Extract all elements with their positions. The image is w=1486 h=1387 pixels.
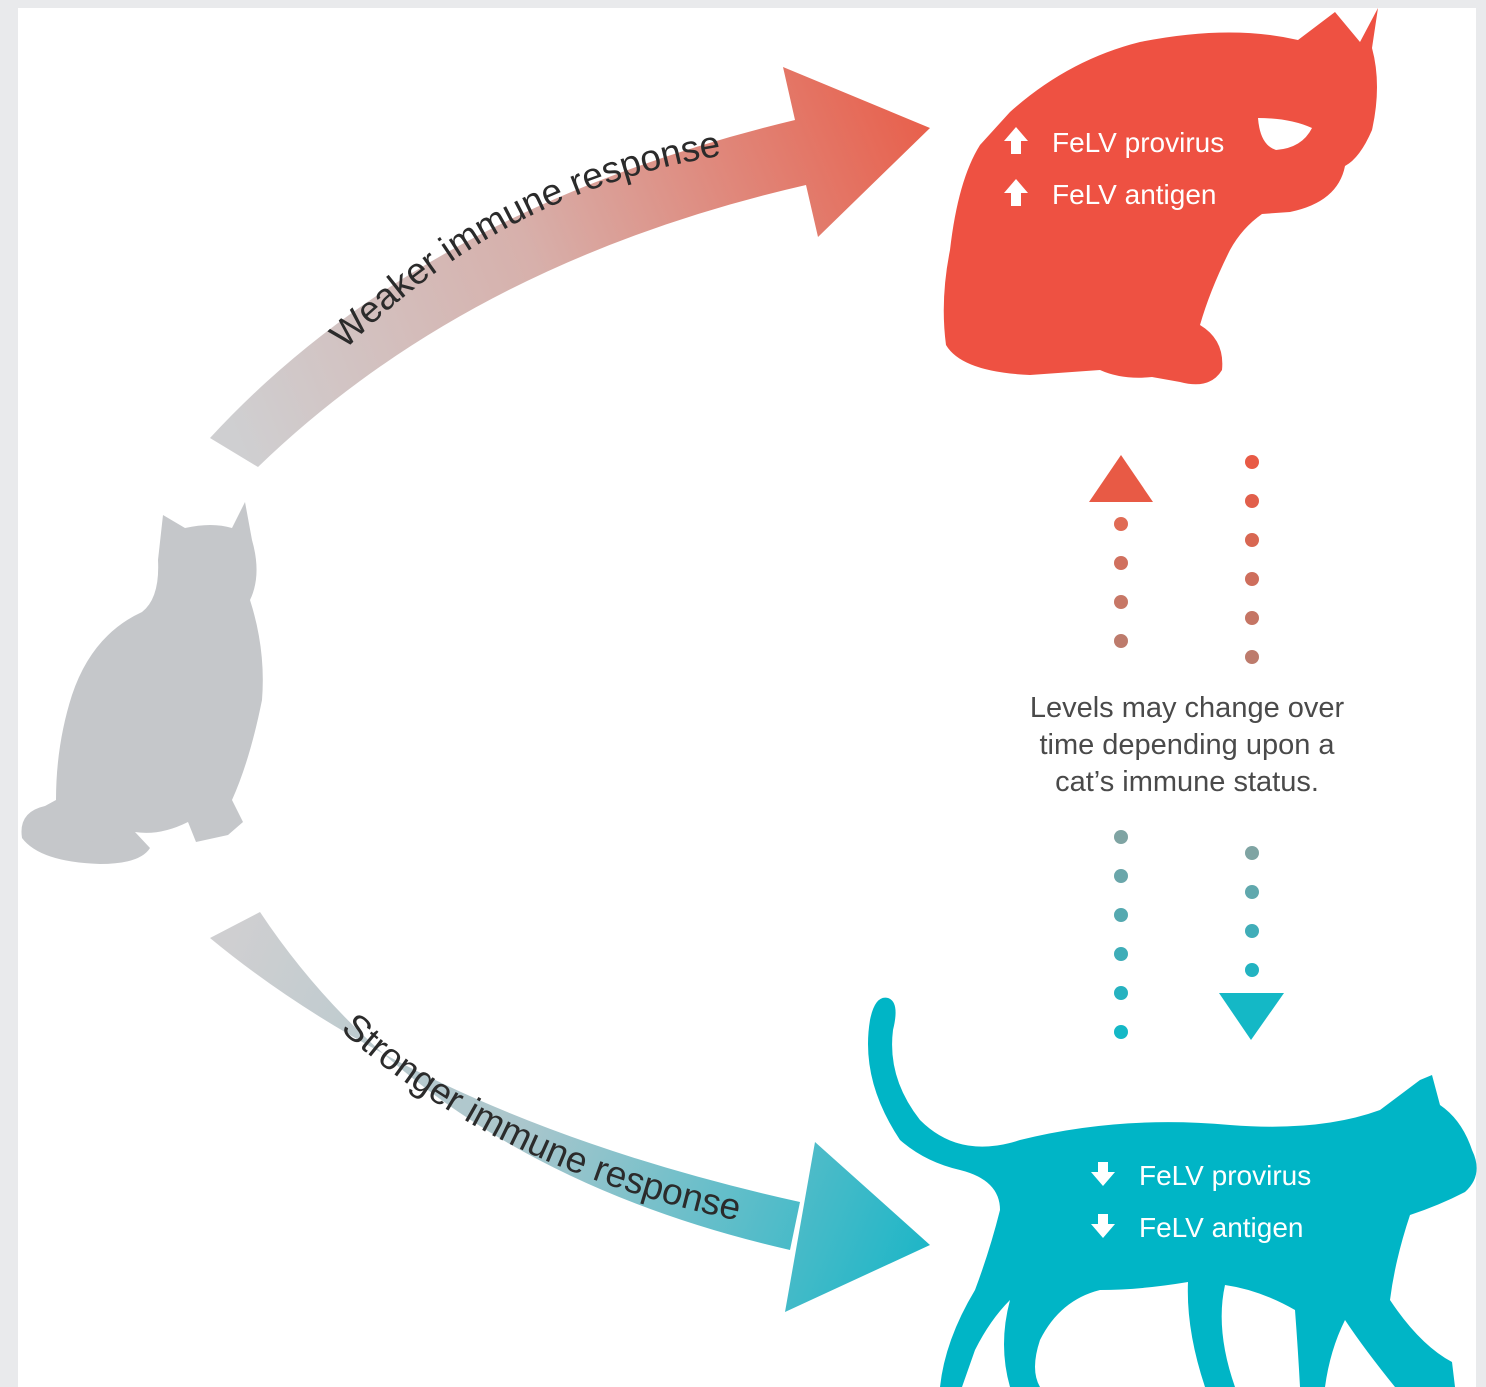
regressive-cat-silhouette (868, 997, 1477, 1387)
up-arrow-icon (1004, 127, 1028, 154)
regressive-provirus-label: FeLV provirus (1139, 1160, 1311, 1191)
stronger-response-arrow (210, 912, 930, 1312)
progressive-cat-silhouette (943, 8, 1378, 385)
up-transition-dots-lower (1114, 830, 1128, 1039)
weaker-response-arrow (210, 67, 930, 467)
up-transition-arrowhead (1089, 455, 1153, 502)
transition-note-line-1: Levels may change over (1030, 692, 1345, 724)
regressive-antigen-label: FeLV antigen (1139, 1212, 1304, 1243)
stronger-response-label: Stronger immune response (335, 1005, 745, 1228)
transition-note-line-3: cat’s immune status. (1055, 766, 1319, 798)
down-transition-arrowhead (1219, 993, 1284, 1040)
progressive-provirus-label: FeLV provirus (1052, 127, 1224, 158)
down-arrow-icon (1091, 1162, 1115, 1186)
down-transition-dots-upper (1245, 455, 1259, 664)
down-transition-dots-lower (1245, 846, 1259, 977)
up-transition-dots-upper (1114, 517, 1128, 648)
down-arrow-icon (1091, 1214, 1115, 1238)
neutral-cat-silhouette (21, 502, 263, 864)
transition-note-line-2: time depending upon a (1039, 729, 1335, 761)
progressive-antigen-label: FeLV antigen (1052, 179, 1217, 210)
up-arrow-icon (1004, 179, 1028, 206)
